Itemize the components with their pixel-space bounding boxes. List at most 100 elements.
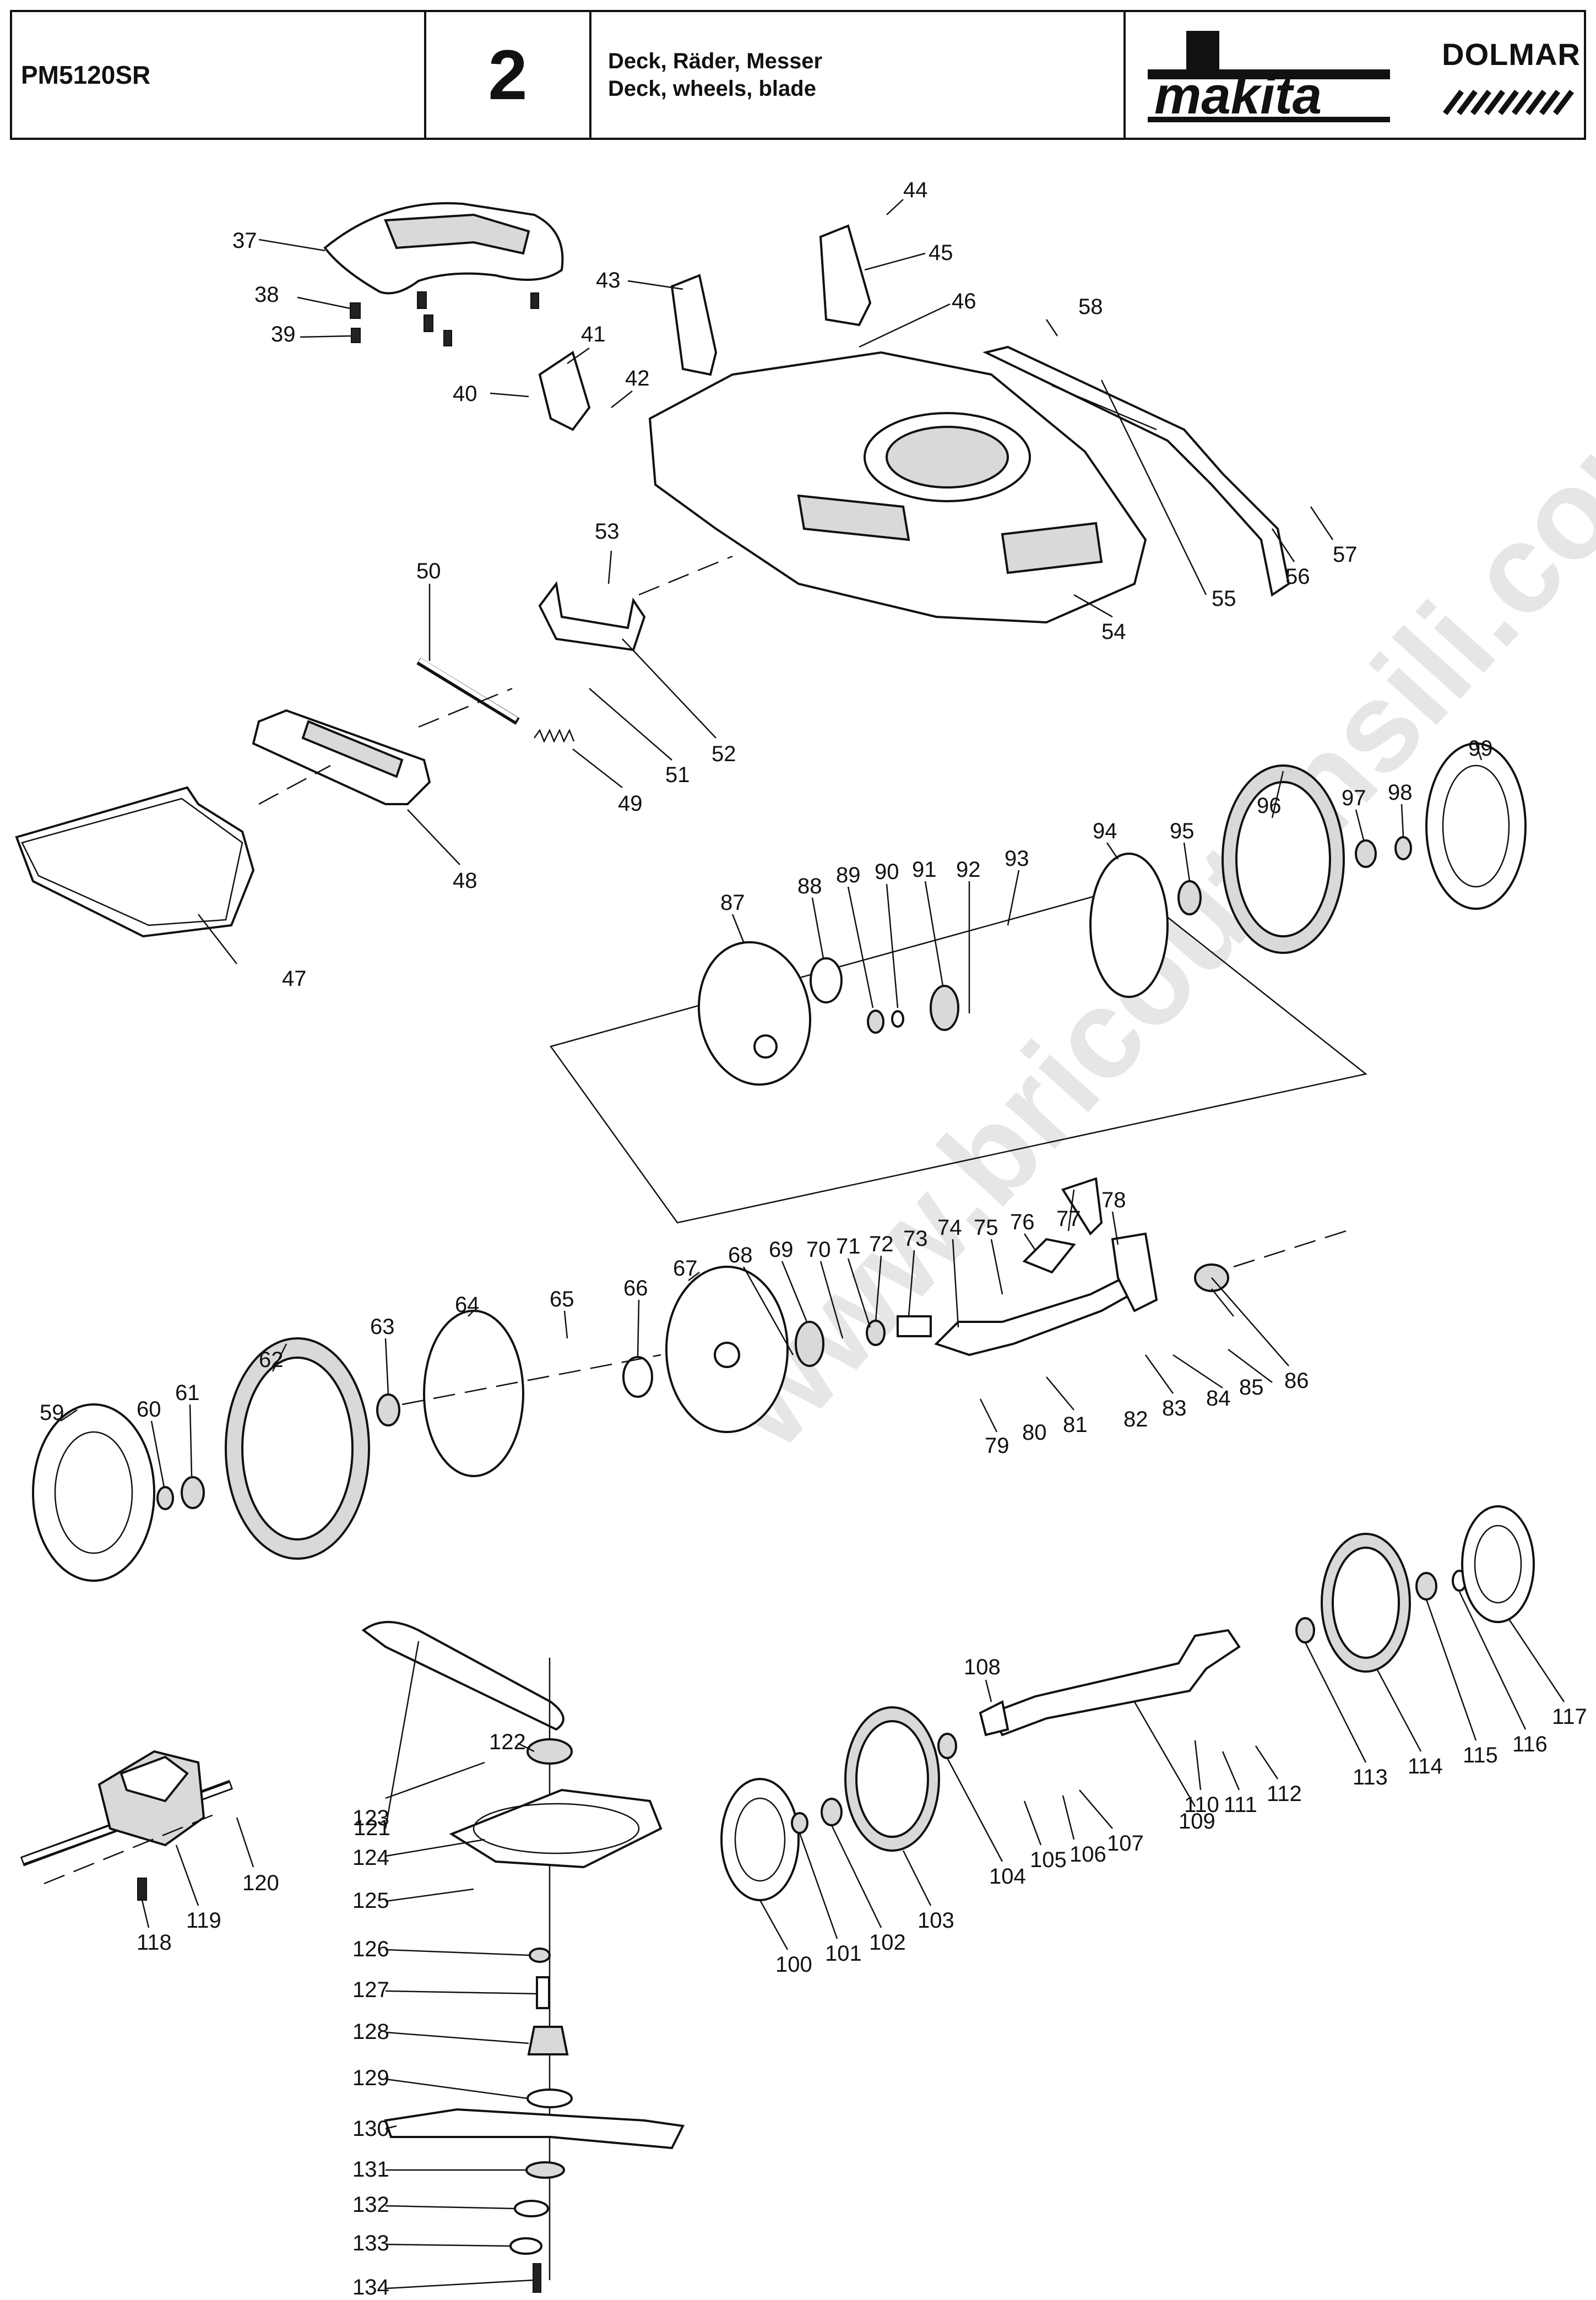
callout-57: 57 [1333,543,1358,567]
guide-line-1 [638,555,733,596]
rear-flap [252,709,431,805]
callout-63: 63 [370,1315,395,1339]
callout-41: 41 [581,322,606,346]
callout-40: 40 [453,382,477,406]
callout-124: 124 [352,1846,389,1870]
callout-58: 58 [1078,295,1103,319]
callout-67: 67 [673,1256,698,1281]
mower-blade-130 [384,2108,685,2150]
callout-51: 51 [665,763,690,787]
callout-120: 120 [242,1871,279,1895]
callout-66: 66 [623,1276,648,1300]
callout-109: 109 [1179,1809,1215,1834]
key-127 [536,1976,550,2009]
callout-49: 49 [618,791,643,816]
exploded-parts-diagram: www.bricoutensili.com [0,143,1596,2300]
gearbox-119 [20,1750,234,1867]
callout-85: 85 [1239,1375,1264,1399]
callout-46: 46 [952,289,976,313]
callout-121: 121 [354,1816,390,1840]
callout-114: 114 [1408,1754,1443,1778]
callout-106: 106 [1070,1842,1106,1867]
callout-76: 76 [1010,1210,1035,1234]
svg-text:makita: makita [1154,66,1322,124]
blade-housing-124 [449,1788,663,1869]
guide-line-5 [401,1354,661,1406]
bearing-97 [1355,839,1377,868]
callout-84: 84 [1206,1386,1231,1411]
page-number-cell: 2 [426,12,591,138]
callout-112: 112 [1267,1782,1302,1806]
bushing-108 [979,1700,1009,1737]
callout-37: 37 [232,229,257,253]
callout-125: 125 [352,1889,389,1913]
washer-132 [514,2200,549,2217]
callout-68: 68 [728,1243,753,1267]
callout-92: 92 [956,858,981,882]
wheel-cover-67 [665,1266,789,1433]
callout-78: 78 [1101,1188,1126,1212]
front-axle-109 [990,1629,1241,1737]
callout-60: 60 [137,1397,161,1422]
callout-100: 100 [775,1952,812,1977]
callout-86: 86 [1284,1369,1309,1393]
callout-80: 80 [1022,1420,1047,1445]
washer-131 [525,2161,565,2179]
callout-82: 82 [1123,1407,1148,1431]
callout-83: 83 [1162,1396,1187,1420]
callout-128: 128 [352,2020,389,2044]
model-number: PM5120SR [21,61,151,89]
gear-ring-94 [1089,853,1169,998]
callout-98: 98 [1388,780,1413,805]
callout-70: 70 [806,1238,831,1262]
callout-95: 95 [1170,819,1195,843]
washer-66 [622,1356,653,1398]
callout-79: 79 [985,1434,1009,1458]
spring-55 [1051,384,1157,431]
callout-130: 130 [352,2117,389,2141]
callout-108: 108 [964,1655,1001,1679]
callout-labels: 37 38 39 40 41 42 43 44 45 46 47 48 49 5… [40,178,1587,2299]
callout-115: 115 [1463,1743,1498,1767]
callout-133: 133 [352,2231,389,2255]
washer-133 [509,2237,542,2255]
blade-adapter-128 [527,2026,569,2055]
bearing-115 [1415,1572,1437,1601]
callout-61: 61 [175,1381,200,1405]
callout-54: 54 [1101,620,1126,644]
title-cell: Deck, Räder, Messer Deck, wheels, blade [591,12,1126,138]
callout-101: 101 [825,1941,862,1966]
page-number: 2 [488,35,528,115]
dolmar-logo: DOLMAR [1440,31,1583,124]
callout-39: 39 [271,322,296,346]
grass-bag-frame [15,786,255,938]
callout-122: 122 [489,1730,526,1754]
callout-44: 44 [903,178,928,202]
guide-line-2 [418,687,513,728]
callout-117: 117 [1552,1705,1587,1729]
bearing-95 [1177,880,1202,915]
spring-49 [533,728,575,744]
model-cell: PM5120SR [12,12,426,138]
nut-101 [791,1812,808,1834]
callout-119: 119 [186,1908,221,1933]
callout-127: 127 [352,1978,389,2002]
handle-cover-part [323,202,564,295]
callout-50: 50 [416,559,441,583]
wheel-cover-87 [697,941,812,1086]
callout-111: 111 [1224,1793,1257,1817]
screw-118 [137,1878,147,1901]
callout-113: 113 [1353,1765,1388,1789]
gear-ring-64 [423,1310,524,1477]
guide-line-4 [1233,1227,1355,1268]
callout-102: 102 [869,1930,906,1955]
wheel-96 [1222,764,1345,954]
callout-126: 126 [352,1937,389,1961]
hubcap-99 [1425,742,1527,910]
callout-89: 89 [836,863,861,887]
callout-42: 42 [625,366,650,390]
callout-97: 97 [1342,786,1366,810]
callout-90: 90 [875,860,899,884]
callout-118: 118 [137,1930,172,1955]
hubcap-117 [1461,1505,1535,1623]
